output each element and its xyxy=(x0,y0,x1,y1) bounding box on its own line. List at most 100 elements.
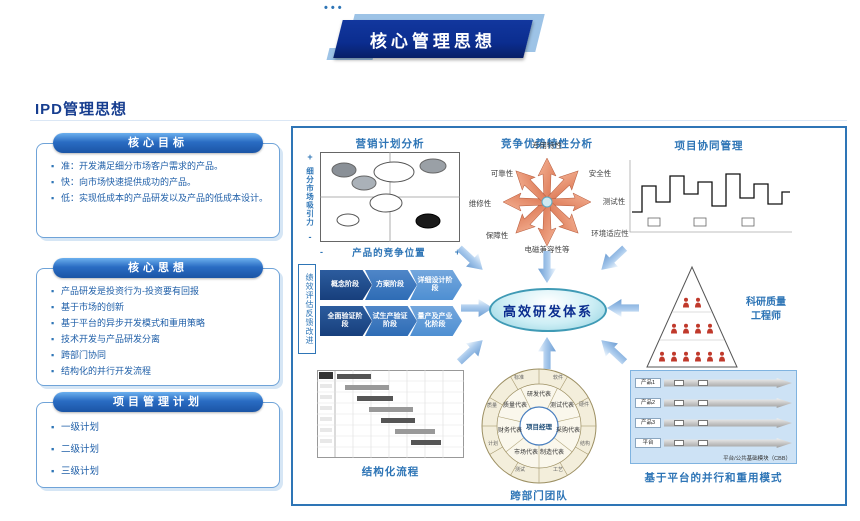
goal-item: 准：开发满足细分市场客户需求的产品。 xyxy=(51,160,269,174)
team-outer-label: 标准 xyxy=(513,375,524,381)
team-title: 跨部门团队 xyxy=(510,490,568,502)
platform-arrow-icon xyxy=(664,378,792,388)
spoke-label-top-right: 安全性 xyxy=(588,169,612,178)
banner-ribbon: 核心管理思想 xyxy=(333,20,533,58)
platform-row: 产品2 xyxy=(635,396,792,410)
panel-core-goals-body: 准：开发满足细分市场客户需求的产品。 快：向市场快速提供成功的产品。 低：实现低… xyxy=(36,143,280,238)
goal-item: 低：实现低成本的产品研发以及产品的低成本设计。 xyxy=(51,192,269,206)
platform-row-label: 平台 xyxy=(635,438,661,448)
y-axis-label: 细分市场吸引力 xyxy=(305,167,315,227)
platform-row-label: 产品3 xyxy=(635,418,661,428)
spoke-label-bottom: 电磁兼容性等 xyxy=(524,245,570,254)
performance-feedback-box: 绩效评估反馈改进 xyxy=(298,264,316,354)
panel-core-ideas-body: 产品研发是投资行为-投资要有回报 基于市场的创新 基于平台的异步开发模式和重用策… xyxy=(36,268,280,386)
plan-item: 一级计划 xyxy=(51,417,269,439)
team-role: 测试代表 xyxy=(549,403,574,409)
team-svg xyxy=(481,368,597,484)
pyramid-label: 科研质量工程师 xyxy=(746,297,786,322)
platform-row: 平台 xyxy=(635,436,792,450)
team-role: 质量代表 xyxy=(502,403,527,409)
core-system-ellipse: 高效研发体系 xyxy=(489,288,607,332)
team-role: 制造代表 xyxy=(539,450,564,456)
idea-item: 基于市场的创新 xyxy=(51,301,269,315)
team-outer-label: 工艺 xyxy=(552,467,563,473)
stage-row-2: 全面验证阶段 试生产验证阶段 量产及产业化阶段 xyxy=(320,306,462,336)
platform-row: 产品3 xyxy=(635,416,792,430)
team-role: 采购代表 xyxy=(555,428,580,434)
plan-item: 二级计划 xyxy=(51,439,269,461)
engineer-pyramid xyxy=(644,264,740,370)
x-minus: - xyxy=(320,247,323,257)
panel-project-plans: 一级计划 二级计划 三级计划 项目管理计划 xyxy=(36,392,280,488)
team-role: 研发代表 xyxy=(526,392,551,398)
collab-step-chart xyxy=(624,154,795,242)
spoke-label-top: 专用特性 xyxy=(532,141,562,150)
spoke-label-bottom-left: 保障性 xyxy=(485,231,509,240)
platform-row-label: 产品1 xyxy=(635,378,661,388)
idea-item: 产品研发是投资行为-投资要有回报 xyxy=(51,285,269,299)
stage-chevron: 全面验证阶段 xyxy=(320,306,372,336)
platform-arrow-icon xyxy=(664,418,792,428)
team-outer-label: 软件 xyxy=(552,375,563,381)
matrix-svg xyxy=(320,152,460,242)
matrix-y-axis: + 细分市场吸引力 - xyxy=(303,152,317,242)
goal-item: 快：向市场快速提供成功的产品。 xyxy=(51,176,269,190)
team-outer-label: 硬件 xyxy=(578,402,589,408)
stage-row-1: 概念阶段 方案阶段 详细设计阶段 xyxy=(320,270,462,300)
platform-arrow-icon xyxy=(664,438,792,448)
team-outer-label: 计划 xyxy=(487,441,498,447)
gantt-chart xyxy=(317,370,464,458)
collab-svg xyxy=(629,160,792,233)
y-minus: - xyxy=(308,232,312,242)
arrow-east-icon xyxy=(607,299,639,317)
pyramid-svg xyxy=(646,265,738,368)
spoke-label-right: 测试性 xyxy=(602,197,626,206)
platform-row: 产品1 xyxy=(635,376,792,390)
idea-item: 跨部门协同 xyxy=(51,349,269,363)
platform-arrow-icon xyxy=(664,398,792,408)
x-axis-label: 产品的竞争位置 xyxy=(352,248,426,259)
x-plus: + xyxy=(454,247,460,257)
spoke-label-bottom-right: 环境适应性 xyxy=(591,229,629,238)
panel-core-goals: 准：开发满足细分市场客户需求的产品。 快：向市场快速提供成功的产品。 低：实现低… xyxy=(36,133,280,238)
matrix-x-axis: - 产品的竞争位置 + xyxy=(320,245,460,259)
idea-item: 基于平台的异步开发模式和重用策略 xyxy=(51,317,269,331)
panel-core-ideas-header: 核心思想 xyxy=(53,258,263,278)
platform-title: 基于平台的并行和重用模式 xyxy=(644,472,783,484)
team-outer-label: 结构 xyxy=(579,441,590,447)
banner-title: 核心管理思想 xyxy=(370,31,496,51)
plan-item: 三级计划 xyxy=(51,461,269,483)
idea-item: 结构化的并行开发流程 xyxy=(51,365,269,379)
stage-chevron: 方案阶段 xyxy=(365,270,417,300)
arrow-southeast-icon xyxy=(595,334,631,369)
team-center-label: 项目经理 xyxy=(526,424,552,431)
stage-chevron: 试生产验证阶段 xyxy=(365,306,417,336)
marketing-matrix-chart xyxy=(320,152,460,242)
competitive-star-chart xyxy=(487,150,607,254)
panel-project-plans-header: 项目管理计划 xyxy=(53,392,263,412)
platform-caption: 平台/公共基础模块（CBB） xyxy=(723,456,791,462)
spoke-label-top-left: 可靠性 xyxy=(490,169,514,178)
team-wheel: 项目经理 研发代表 测试代表 采购代表 制造代表 市场代表 财务代表 质量代表 … xyxy=(479,366,599,486)
team-role: 市场代表 xyxy=(513,450,538,456)
main-diagram-panel: 营销计划分析 + 细分市场吸引力 - - 产品的竞争位置 + xyxy=(291,126,847,506)
stage-chevron: 量产及产业化阶段 xyxy=(410,306,462,336)
panel-project-plans-body: 一级计划 二级计划 三级计划 xyxy=(36,402,280,488)
gantt-svg xyxy=(317,370,464,458)
team-outer-label: 测试 xyxy=(514,467,525,473)
platform-panel: 产品1 产品2 产品3 平台 平台/公共基础模块（CBB） xyxy=(630,370,797,464)
stage-chevron: 概念阶段 xyxy=(320,270,372,300)
star-svg xyxy=(502,157,592,247)
panel-core-ideas: 产品研发是投资行为-投资要有回报 基于市场的创新 基于平台的异步开发模式和重用策… xyxy=(36,258,280,386)
arrow-south-icon xyxy=(538,337,556,369)
team-outer-label: 质量 xyxy=(486,403,497,409)
collab-title: 项目协同管理 xyxy=(674,140,744,152)
team-role: 财务代表 xyxy=(497,428,522,434)
title-underline xyxy=(30,120,847,121)
y-plus: + xyxy=(307,152,313,162)
gantt-title: 结构化流程 xyxy=(361,466,420,478)
competitive-title: 竞争优势特性分析 xyxy=(501,138,593,150)
arrow-southwest-icon xyxy=(453,334,489,369)
panel-core-goals-header: 核心目标 xyxy=(53,133,263,153)
